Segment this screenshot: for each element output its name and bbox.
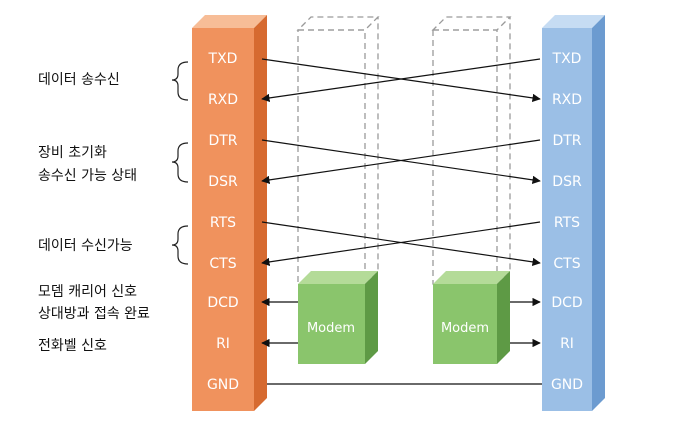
- left-signal-rts: RTS: [210, 215, 236, 231]
- modem-left-side: [365, 271, 378, 364]
- brace-device-init: [171, 142, 189, 183]
- description-ring-indicator: 전화벨 신호: [38, 338, 107, 354]
- right-signal-txd: TXD: [552, 51, 582, 67]
- right-signal-rts: RTS: [554, 215, 580, 231]
- description-data-transfer: 데이터 송수신: [38, 72, 120, 88]
- wire-txd-to-rxd-reverse: [261, 58, 541, 103]
- modem-box-right: Modem: [433, 271, 510, 364]
- wiring: [261, 58, 542, 385]
- wire-dtr-to-dsr-reverse: [261, 139, 541, 185]
- dashed-modem-outline-left: [296, 16, 380, 285]
- left-signal-cts: CTS: [209, 256, 236, 272]
- right-signal-ri: RI: [560, 336, 574, 352]
- left-signal-txd: TXD: [208, 51, 238, 67]
- modem-left-label: Modem: [307, 321, 355, 336]
- modem-right-front: [433, 284, 497, 364]
- left-column-top: [192, 15, 267, 28]
- left-dte-column: [192, 15, 267, 411]
- description-device-init-line2: 송수신 가능 상태: [38, 168, 137, 184]
- wire-rts-to-cts-reverse: [261, 221, 541, 267]
- left-signal-dtr: DTR: [208, 133, 237, 149]
- right-signal-gnd: GND: [551, 377, 583, 393]
- right-signal-dtr: DTR: [552, 133, 581, 149]
- modem-left-front: [298, 284, 365, 364]
- left-signal-gnd: GND: [207, 377, 239, 393]
- left-column-front: [192, 28, 254, 411]
- right-column-front: [542, 28, 592, 411]
- description-carrier-line1: 모뎀 캐리어 신호: [38, 284, 137, 300]
- modem-right-side: [497, 271, 510, 364]
- left-signal-ri: RI: [216, 336, 230, 352]
- left-column-side: [254, 15, 267, 411]
- right-signal-dsr: DSR: [552, 174, 582, 190]
- description-data-receive-ready: 데이터 수신가능: [38, 238, 133, 254]
- left-signal-dsr: DSR: [208, 174, 238, 190]
- left-signal-rxd: RXD: [208, 92, 238, 108]
- description-device-init-line1: 장비 초기화: [38, 145, 107, 161]
- right-signal-labels: TXD RXD DTR DSR RTS CTS DCD RI GND: [551, 51, 583, 393]
- modem-left-top: [298, 271, 378, 284]
- modem-box-left: Modem: [298, 271, 378, 364]
- modem-right-label: Modem: [441, 321, 489, 336]
- description-carrier-line2: 상대방과 접속 완료: [38, 306, 150, 322]
- brace-data-receive-ready: [171, 225, 189, 265]
- right-signal-cts: CTS: [553, 256, 580, 272]
- right-dte-column: [542, 15, 605, 411]
- right-signal-dcd: DCD: [551, 295, 582, 311]
- right-signal-rxd: RXD: [552, 92, 582, 108]
- right-column-top: [542, 15, 605, 28]
- left-signal-dcd: DCD: [207, 295, 238, 311]
- brace-data-transfer: [171, 61, 189, 101]
- left-descriptions: 데이터 송수신 장비 초기화 송수신 가능 상태 데이터 수신가능 모뎀 캐리어…: [38, 61, 189, 354]
- right-column-side: [592, 15, 605, 411]
- top-fade-overlay: [0, 0, 190, 12]
- left-signal-labels: TXD RXD DTR DSR RTS CTS DCD RI GND: [207, 51, 239, 393]
- modem-right-top: [433, 271, 510, 284]
